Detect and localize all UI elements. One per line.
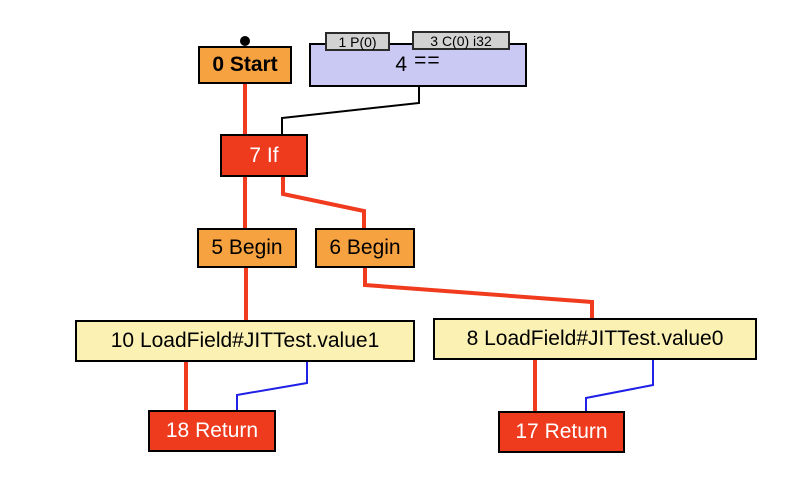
node-begin6[interactable]: 6 Begin [315, 228, 415, 268]
edge-cmp-to-if [281, 85, 420, 136]
node-return17[interactable]: 17 Return [498, 411, 625, 453]
node-if-label: 7 If [249, 143, 279, 167]
node-cmp-op: == [414, 49, 441, 72]
edge-if-to-begin6 [281, 175, 366, 230]
start-input-dot [240, 36, 250, 46]
edge-begin6-to-load8 [363, 266, 594, 320]
node-begin5-label: 5 Begin [211, 236, 283, 259]
node-cmp-id: 4 [395, 53, 408, 76]
node-start[interactable]: 0 Start [198, 46, 292, 84]
node-return18-label: 18 Return [165, 419, 259, 442]
edge-load8-to-ret17-data [585, 358, 654, 414]
node-return18[interactable]: 18 Return [148, 410, 276, 452]
node-loadfield-value1[interactable]: 10 LoadField#JITTest.value1 [75, 320, 415, 362]
node-return17-label: 17 Return [515, 420, 608, 443]
node-loadfield-value0[interactable]: 8 LoadField#JITTest.value0 [433, 318, 757, 360]
node-begin6-label: 6 Begin [329, 236, 401, 259]
node-begin5[interactable]: 5 Begin [197, 228, 297, 268]
node-loadfield-value0-label: 8 LoadField#JITTest.value0 [466, 327, 724, 350]
node-if[interactable]: 7 If [220, 134, 308, 177]
slot-parameter-p0[interactable]: 1 P(0) [325, 32, 390, 51]
node-start-label: 0 Start [212, 53, 278, 76]
slot-parameter-p0-label: 1 P(0) [338, 33, 377, 50]
edge-load10-to-ret18-data [236, 360, 308, 413]
slot-constant-c0-i32[interactable]: 3 C(0) i32 [412, 31, 510, 50]
node-loadfield-value1-label: 10 LoadField#JITTest.value1 [110, 329, 380, 352]
slot-constant-c0-i32-label: 3 C(0) i32 [430, 32, 492, 49]
